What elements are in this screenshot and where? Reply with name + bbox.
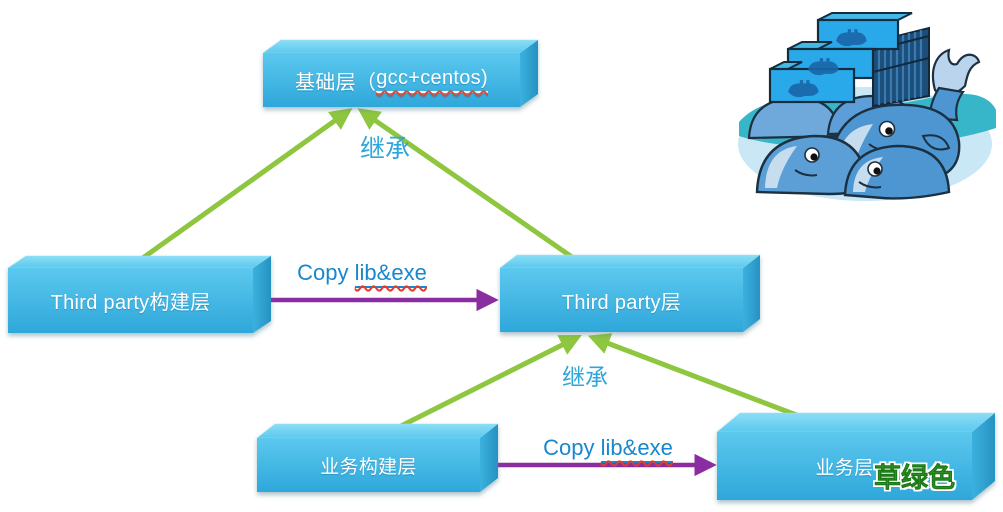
third-party-build-box bbox=[7, 255, 272, 333]
business-build-label: 业务构建层 bbox=[320, 456, 417, 478]
copy-label-top: Copy lib&exe bbox=[262, 260, 462, 288]
copy-top-prefix: Copy bbox=[297, 260, 355, 285]
copy-bottom-prefix: Copy bbox=[543, 435, 601, 460]
inherit-label-bottom: 继承 bbox=[562, 365, 608, 390]
third-party-label: Third party层 bbox=[561, 291, 682, 314]
inherit-arrow-left-bottom bbox=[395, 335, 582, 431]
copy-top-underlined: lib&exe bbox=[354, 260, 427, 288]
third-party-box bbox=[499, 254, 761, 332]
inherit-label-top: 继承 bbox=[359, 136, 410, 163]
container-whale-logos bbox=[788, 29, 867, 98]
base-layer-label: 基础层（gcc+centos) bbox=[263, 53, 520, 107]
copy-bottom-underlined: lib&exe bbox=[600, 435, 673, 463]
base-layer-box bbox=[262, 39, 539, 107]
business-label: 业务层 bbox=[815, 457, 874, 479]
copy-label-bottom: Copy lib&exe bbox=[508, 435, 708, 463]
color-note-label: 草绿色 bbox=[874, 463, 956, 494]
base-layer-link-text: gcc+centos) bbox=[376, 67, 488, 93]
business-box bbox=[716, 412, 996, 500]
business-build-box bbox=[256, 423, 499, 492]
base-layer-text: 基础层（ bbox=[295, 71, 377, 94]
front-whales bbox=[755, 134, 951, 200]
inherit-arrow-left-top bbox=[138, 108, 353, 263]
container-stack bbox=[768, 12, 930, 108]
inherit-arrow-right-bottom bbox=[587, 333, 800, 419]
inherit-arrow-right-top bbox=[357, 108, 574, 260]
docker-whales-illustration bbox=[738, 12, 996, 201]
third-party-build-label: Third party构建层 bbox=[50, 292, 211, 314]
